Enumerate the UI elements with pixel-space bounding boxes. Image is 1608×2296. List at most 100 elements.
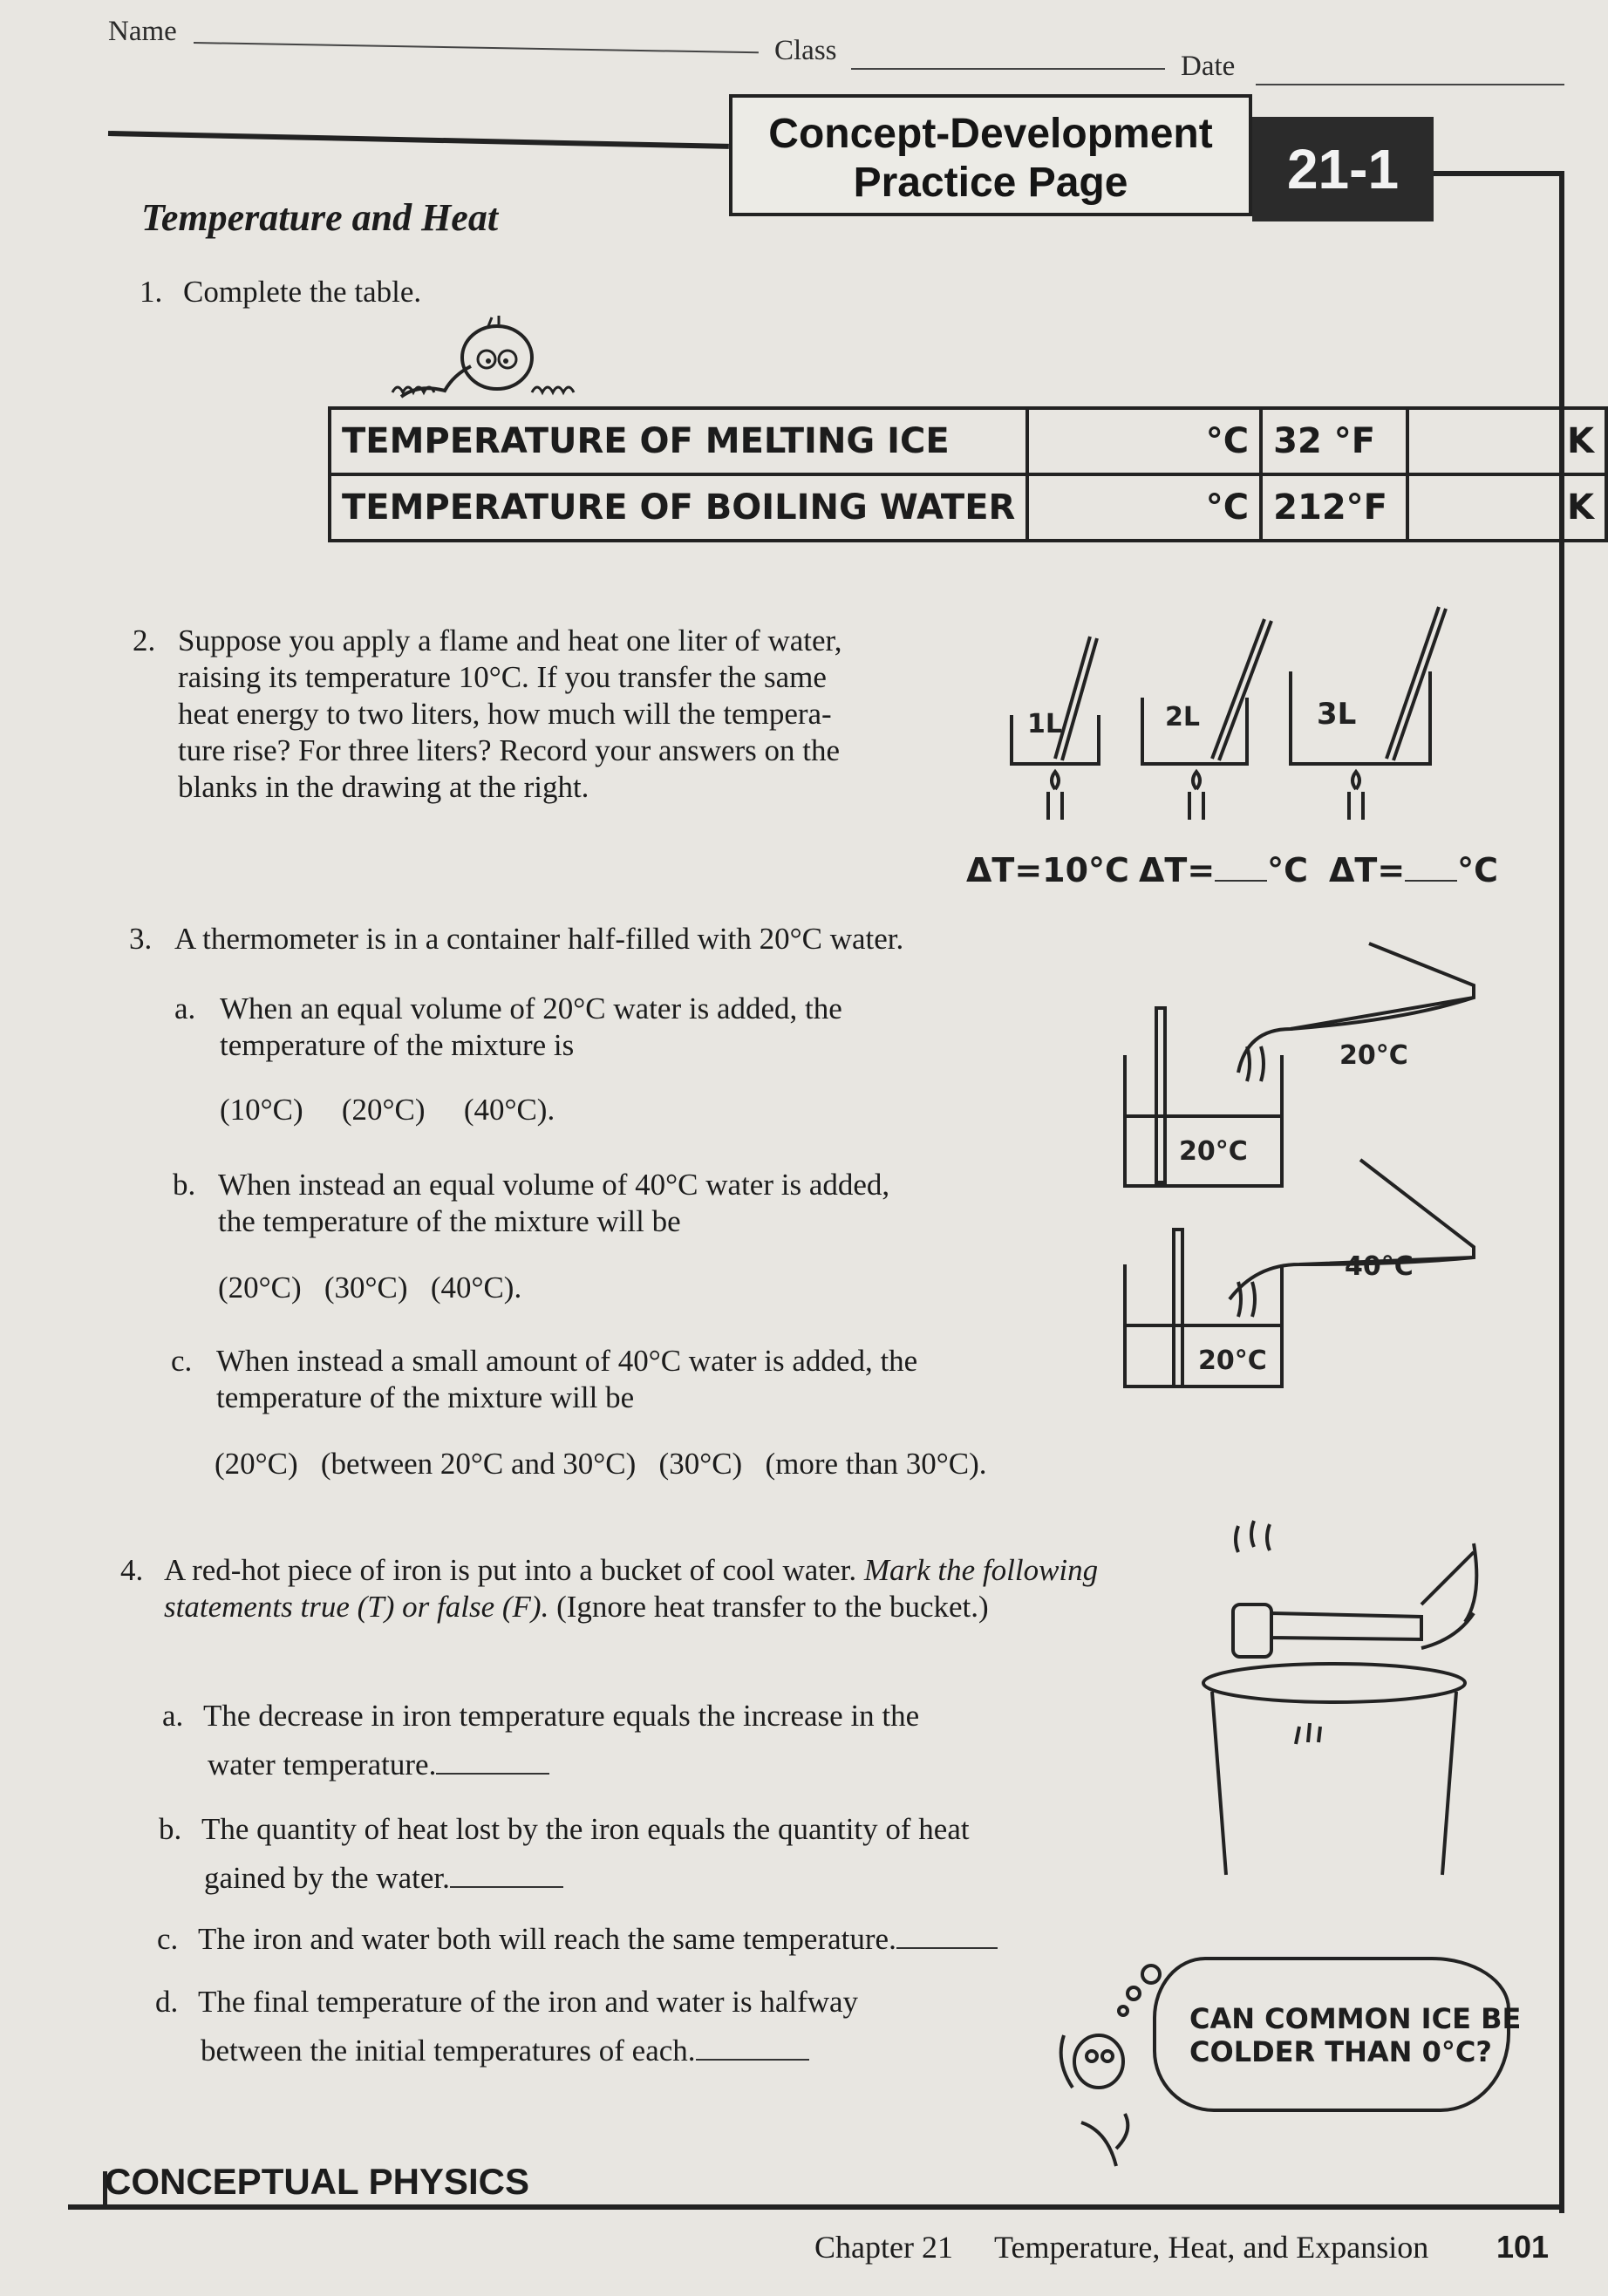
- q2-line: ture rise? For three liters? Record your…: [178, 733, 841, 767]
- frame-bottom: [68, 2204, 1564, 2210]
- pour-temp-bottom: 40°C: [1345, 1251, 1414, 1282]
- thought-cloud: [1153, 1957, 1510, 2112]
- footer-chapter: Chapter 21: [814, 2230, 953, 2265]
- q3b-letter: b.: [173, 1168, 196, 1202]
- date-label: Date: [1181, 51, 1236, 82]
- q2-text: Suppose you apply a flame and heat one l…: [178, 623, 937, 806]
- q4d-letter: d.: [155, 1985, 179, 2019]
- q4b: b. The quantity of heat lost by the iron…: [159, 1805, 970, 1903]
- choice[interactable]: (30°C): [658, 1447, 743, 1481]
- frame-top-left: [107, 131, 729, 149]
- q3a-text: When an equal volume of 20°C water is ad…: [220, 991, 842, 1064]
- choice[interactable]: (20°C): [218, 1271, 302, 1305]
- q4c-answer-blank[interactable]: [896, 1921, 998, 1949]
- q3a-line1: When an equal volume of 20°C water is ad…: [220, 991, 842, 1025]
- banner-title-line1: Concept-Development: [768, 111, 1213, 157]
- q3b-line1: When instead an equal volume of 40°C wat…: [218, 1168, 890, 1202]
- thermometer-beakers-illustration: 20°C 20°C 40°C 20°C: [1123, 942, 1475, 1388]
- celsius-unit: °C: [1205, 421, 1250, 461]
- kelvin-cell[interactable]: K: [1406, 406, 1608, 476]
- peeking-character-illustration: [391, 316, 576, 399]
- q4-number: 4.: [120, 1553, 144, 1587]
- q2-line: raising its temperature 10°C. If you tra…: [178, 660, 827, 694]
- choice[interactable]: (40°C).: [430, 1271, 522, 1305]
- class-label: Class: [774, 35, 837, 66]
- q4a-line2: water temperature.: [208, 1748, 437, 1782]
- choice[interactable]: (20°C): [215, 1447, 298, 1481]
- beaker-temp-bottom: 20°C: [1198, 1346, 1267, 1376]
- q1-text: Complete the table.: [183, 275, 422, 309]
- container-1l: [1010, 636, 1100, 820]
- delta-t-3-blank[interactable]: [1405, 854, 1458, 882]
- choice[interactable]: (20°C): [341, 1093, 426, 1127]
- q4b-letter: b.: [159, 1812, 182, 1846]
- footer-chapter-title: Temperature, Heat, and Expansion: [994, 2230, 1429, 2265]
- q4b-line2: gained by the water.: [204, 1861, 450, 1895]
- kelvin-unit: K: [1567, 487, 1594, 528]
- q4b-answer-blank[interactable]: [449, 1860, 563, 1888]
- q4a-answer-blank[interactable]: [436, 1747, 550, 1775]
- name-label: Name: [108, 16, 177, 47]
- container-label: 1L: [1027, 709, 1062, 739]
- choice[interactable]: (40°C).: [463, 1093, 555, 1127]
- q3c-line1: When instead a small amount of 40°C wate…: [216, 1344, 918, 1378]
- q4a-line1: The decrease in iron temperature equals …: [203, 1699, 920, 1733]
- q4d-answer-blank[interactable]: [695, 2033, 809, 2061]
- q3a-letter: a.: [174, 991, 196, 1025]
- choice[interactable]: (30°C): [324, 1271, 408, 1305]
- kelvin-cell[interactable]: K: [1406, 473, 1608, 542]
- publisher-label: CONCEPTUAL PHYSICS: [105, 2161, 529, 2202]
- delta-t-3-prefix: ΔT=: [1329, 851, 1406, 889]
- q4d: d. The final temperature of the iron and…: [155, 1978, 858, 2075]
- beaker-bottom: [1123, 1158, 1475, 1388]
- q4c-line1: The iron and water both will reach the s…: [198, 1922, 896, 1956]
- delta-t-2-unit: °C: [1267, 851, 1309, 889]
- q4-intro-end: (Ignore heat transfer to the bucket.): [556, 1590, 989, 1624]
- fahrenheit-cell: 212°F: [1259, 473, 1410, 542]
- celsius-unit: °C: [1205, 487, 1250, 528]
- q2-line: Suppose you apply a flame and heat one l…: [178, 623, 842, 657]
- kelvin-unit: K: [1567, 421, 1594, 461]
- choice[interactable]: (between 20°C and 30°C): [320, 1447, 637, 1481]
- cloud-text: CAN COMMON ICE BE COLDER THAN 0°C?: [1189, 2002, 1521, 2068]
- q2-line: heat energy to two liters, how much will…: [178, 697, 832, 731]
- delta-t-2-blank[interactable]: [1215, 854, 1268, 882]
- frame-top-right: [1434, 171, 1564, 176]
- frame-right: [1559, 171, 1564, 2213]
- celsius-cell[interactable]: °C: [1025, 473, 1264, 542]
- thinking-character-illustration: [1059, 1964, 1162, 2167]
- q3b-choices: (20°C) (30°C) (40°C).: [218, 1270, 521, 1306]
- frame-left-stub: [103, 2171, 107, 2206]
- q4-intro-italic: Mark the following statements true (T) o…: [164, 1553, 1099, 1624]
- delta-t-1: ΔT=10°C: [966, 851, 1129, 889]
- container-label: 2L: [1165, 702, 1200, 732]
- q3a-choices: (10°C) (20°C) (40°C).: [220, 1092, 555, 1128]
- class-line[interactable]: [851, 68, 1165, 70]
- name-line[interactable]: [193, 42, 759, 54]
- q3-number: 3.: [129, 922, 153, 956]
- cloud-line2: COLDER THAN 0°C?: [1189, 2035, 1492, 2068]
- choice[interactable]: (more than 30°C).: [765, 1447, 987, 1481]
- q4b-line1: The quantity of heat lost by the iron eq…: [201, 1812, 970, 1846]
- q4a-letter: a.: [162, 1699, 184, 1733]
- q2-line: blanks in the drawing at the right.: [178, 770, 589, 804]
- q1-number: 1.: [140, 275, 163, 309]
- q3c-choices: (20°C) (between 20°C and 30°C) (30°C) (m…: [215, 1446, 987, 1482]
- temperature-table: TEMPERATURE OF MELTING ICE °C 32 °F K TE…: [327, 406, 1608, 542]
- delta-t-3: ΔT=°C: [1329, 851, 1498, 889]
- q3a-line2: temperature of the mixture is: [220, 1028, 575, 1062]
- cloud-line1: CAN COMMON ICE BE: [1189, 2002, 1522, 2035]
- q2-number: 2.: [133, 623, 156, 657]
- row-label: TEMPERATURE OF MELTING ICE: [327, 406, 1030, 476]
- container-label: 3L: [1317, 697, 1356, 732]
- q4-intro-plain: A red-hot piece of iron is put into a bu…: [164, 1553, 857, 1587]
- date-line[interactable]: [1256, 84, 1564, 85]
- q4-intro: A red-hot piece of iron is put into a bu…: [164, 1552, 1106, 1625]
- delta-t-2: ΔT= °C: [1139, 851, 1308, 889]
- choice[interactable]: (10°C): [220, 1093, 303, 1127]
- delta-t-2-prefix: ΔT=: [1139, 851, 1216, 889]
- section-title: Temperature and Heat: [141, 196, 499, 239]
- footer-page-number: 101: [1496, 2229, 1550, 2265]
- celsius-cell[interactable]: °C: [1025, 406, 1264, 476]
- q3b-text: When instead an equal volume of 40°C wat…: [218, 1167, 889, 1240]
